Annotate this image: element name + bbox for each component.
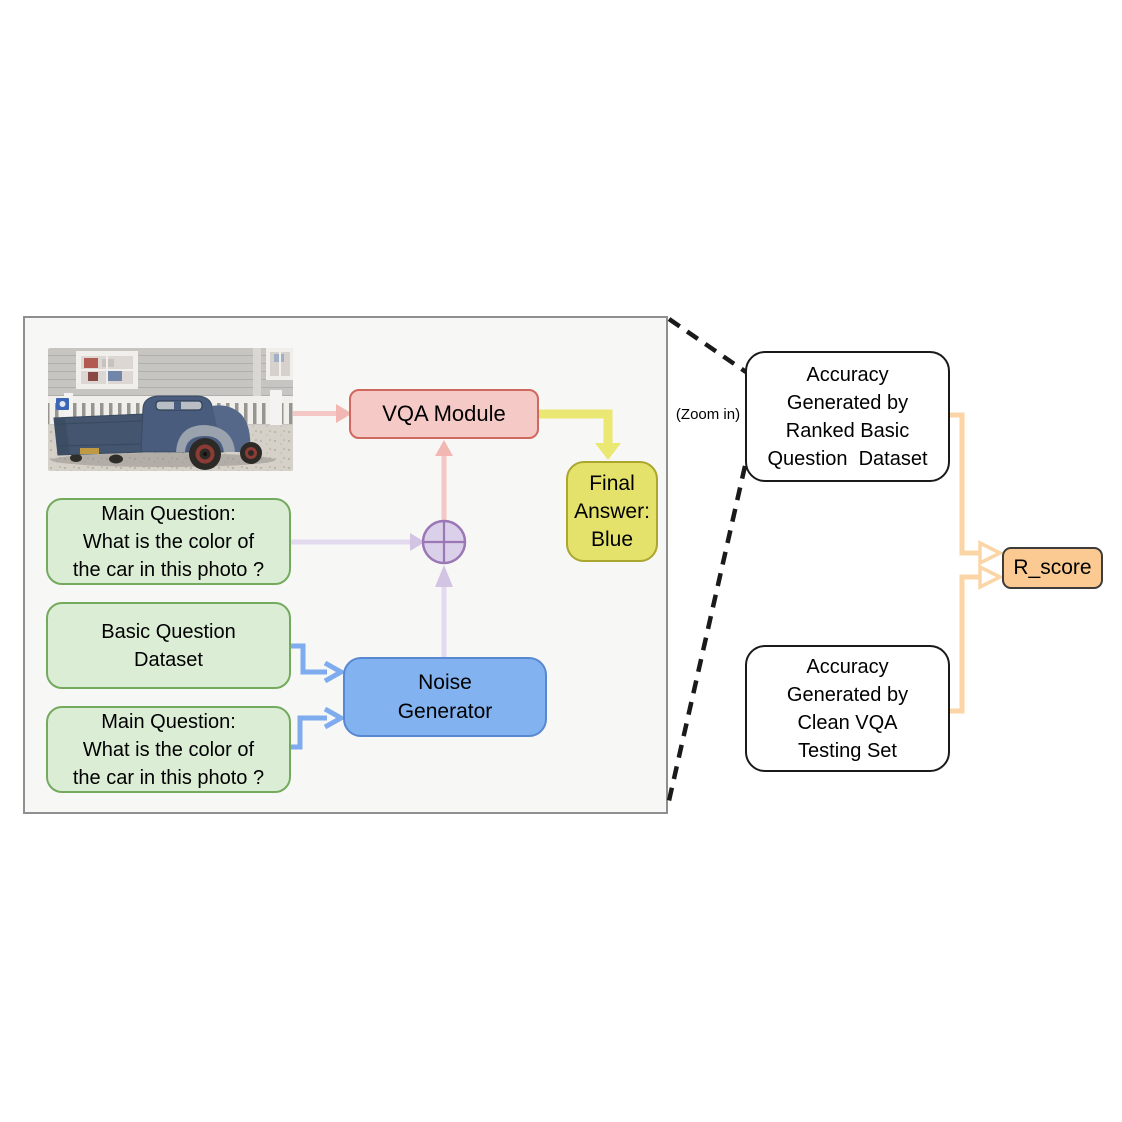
truck-photo xyxy=(48,348,293,471)
house-window-left xyxy=(76,351,138,389)
zoom-dashed-line-bottom xyxy=(665,465,748,806)
zoom-in-annotation: (Zoom in) xyxy=(675,406,741,423)
main-question-top-label: Main Question: What is the color of the … xyxy=(72,502,265,581)
connector-clean-to-rscore-head xyxy=(978,564,1004,590)
connector-ranked-to-rscore-head xyxy=(978,540,1004,566)
accuracy-clean-label: Accuracy Generated by Clean VQA Testing … xyxy=(786,655,909,762)
main-question-bottom-label: Main Question: What is the color of the … xyxy=(72,710,265,789)
blue-truck xyxy=(51,395,275,470)
node-accuracy-ranked: Accuracy Generated by Ranked Basic Quest… xyxy=(745,351,950,482)
truck-rear-fender xyxy=(176,425,235,452)
node-accuracy-clean: Accuracy Generated by Clean VQA Testing … xyxy=(745,645,950,772)
final-answer-label: Final Answer: Blue xyxy=(574,471,650,551)
node-basic-question-dataset: Basic Question Dataset xyxy=(46,602,291,689)
accuracy-ranked-label: Accuracy Generated by Ranked Basic Quest… xyxy=(767,363,928,470)
zoom-dashed-line-top xyxy=(667,317,748,374)
node-main-question-top: Main Question: What is the color of the … xyxy=(46,498,291,585)
vqa-module-label: VQA Module xyxy=(382,401,506,426)
license-plate xyxy=(80,448,99,454)
node-vqa-module: VQA Module xyxy=(349,389,539,439)
basic-question-dataset-label: Basic Question Dataset xyxy=(101,620,236,671)
connector-clean-to-rscore xyxy=(950,574,981,714)
node-noise-generator: Noise Generator xyxy=(343,657,547,737)
node-main-question-bottom: Main Question: What is the color of the … xyxy=(46,706,291,793)
r-score-label: R_score xyxy=(1013,556,1092,579)
house-window-right xyxy=(266,348,293,380)
connector-ranked-to-rscore xyxy=(950,412,981,556)
handicap-sign xyxy=(56,398,69,410)
noise-generator-label: Noise Generator xyxy=(397,671,493,723)
node-r-score: R_score xyxy=(1002,547,1103,589)
node-final-answer: Final Answer: Blue xyxy=(566,461,658,562)
siding-corner-trim xyxy=(253,348,261,396)
